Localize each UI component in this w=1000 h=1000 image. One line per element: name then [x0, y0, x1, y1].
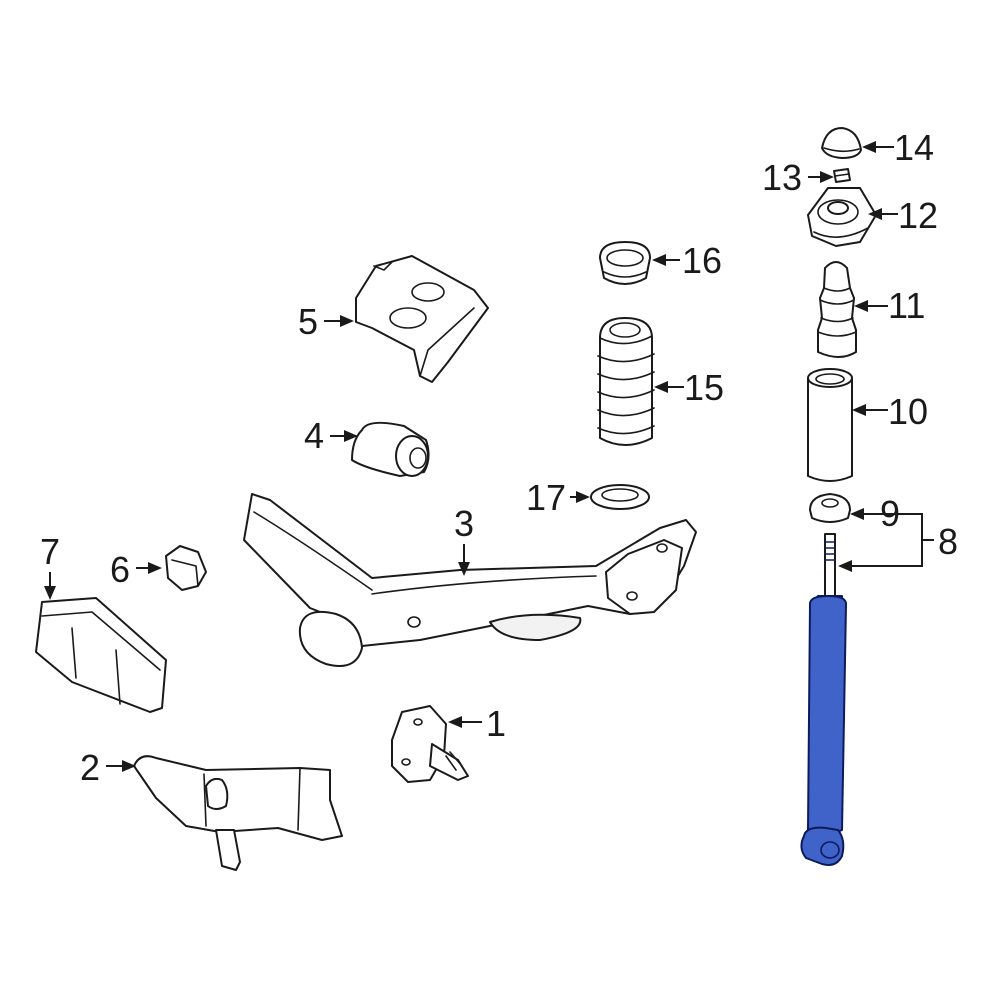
callout-labels: 1 2 3 4 5 6 7 8 9 10 11 12 13 14 15 16 1…	[40, 127, 958, 788]
part-13-nut[interactable]	[833, 168, 851, 183]
part-14-dust-cap[interactable]	[821, 127, 862, 159]
part-10-dust-boot[interactable]	[807, 368, 853, 482]
part-11-bump-stop[interactable]	[817, 261, 857, 358]
callout-8: 8	[938, 521, 958, 562]
part-3-axle-beam[interactable]	[243, 493, 697, 667]
callout-16: 16	[682, 240, 722, 281]
callout-12: 12	[898, 195, 938, 236]
part-5-bracket[interactable]	[355, 255, 489, 383]
callout-4: 4	[304, 415, 324, 456]
part-17-spring-seat[interactable]	[590, 484, 650, 510]
part-2-shield[interactable]	[133, 755, 343, 871]
part-12-strut-mount[interactable]	[807, 187, 877, 247]
callout-15: 15	[684, 367, 724, 408]
callout-1: 1	[486, 703, 506, 744]
part-1-spindle[interactable]	[391, 705, 469, 783]
leader-lines	[44, 141, 934, 772]
callout-5: 5	[298, 301, 318, 342]
callout-10: 10	[888, 391, 928, 432]
part-8-shock-absorber[interactable]	[800, 533, 847, 866]
part-6-small-mount[interactable]	[165, 545, 207, 591]
callout-9: 9	[880, 493, 900, 534]
callout-6: 6	[110, 549, 130, 590]
callout-7: 7	[40, 531, 60, 572]
part-9-seat[interactable]	[809, 493, 851, 523]
part-15-coil-spring[interactable]	[597, 317, 655, 446]
part-4-bushing[interactable]	[351, 421, 430, 477]
callout-11: 11	[888, 285, 925, 326]
part-7-guard[interactable]	[35, 597, 167, 713]
callout-3: 3	[454, 503, 474, 544]
callout-2: 2	[80, 747, 100, 788]
part-16-spring-pad[interactable]	[599, 241, 651, 285]
callout-17: 17	[526, 477, 566, 518]
callout-13: 13	[762, 157, 802, 198]
callout-14: 14	[894, 127, 934, 168]
